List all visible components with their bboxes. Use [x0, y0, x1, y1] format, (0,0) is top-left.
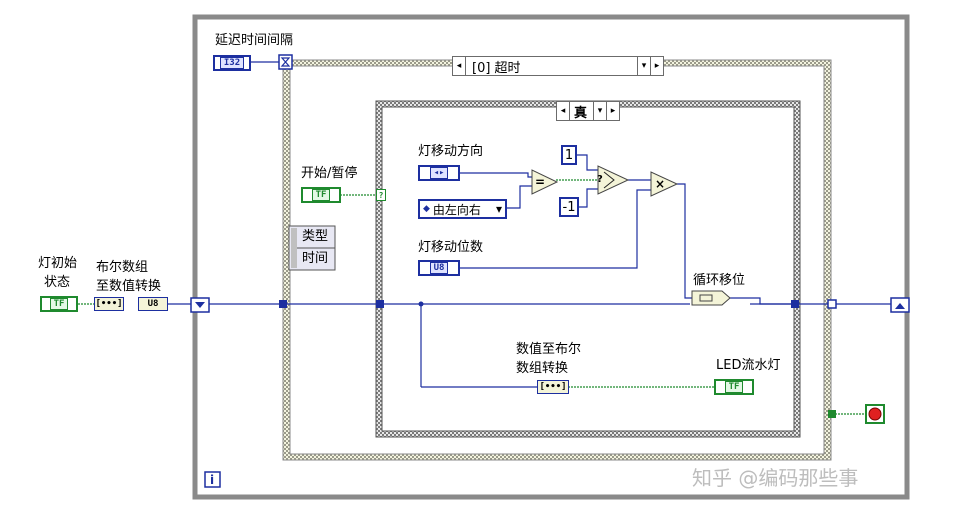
start-pause-terminal[interactable]: TF — [301, 187, 341, 203]
u8-conversion-node[interactable]: U8 — [138, 297, 168, 311]
constant-one-value: 1 — [564, 147, 574, 163]
rotate-shift-label: 循环移位 — [693, 273, 746, 288]
delay-interval-label: 延迟时间间隔 — [215, 33, 294, 48]
rotate-array-function[interactable] — [691, 290, 731, 306]
iteration-terminal — [204, 471, 221, 488]
enum-icon: ◆ — [423, 204, 430, 214]
u8-convert-label: U8 — [147, 299, 159, 309]
delay-control-terminal[interactable]: I32 — [213, 55, 251, 71]
select-symbol: ? — [597, 174, 603, 185]
question-terminal: ? — [376, 189, 386, 201]
question-mark: ? — [378, 190, 384, 200]
next-case-arrow-icon[interactable]: ▸ — [650, 57, 663, 75]
watermark: 知乎 @编码那些事 — [692, 466, 859, 490]
delay-type-label: I32 — [219, 57, 245, 69]
prev-case-arrow-icon[interactable]: ◂ — [557, 102, 570, 120]
equal-function[interactable] — [531, 169, 559, 195]
init-state-label-1: 灯初始 — [38, 256, 78, 271]
num-to-bool-label-1: 数值至布尔 — [516, 342, 582, 357]
next-case-arrow-icon[interactable]: ▸ — [606, 102, 619, 120]
equal-symbol: = — [535, 175, 546, 189]
init-type-label: TF — [49, 298, 69, 310]
led-indicator-terminal[interactable]: TF — [714, 379, 754, 395]
bool-to-num-label-2: 至数值转换 — [96, 279, 162, 294]
enum-value: 由左向右 — [432, 202, 481, 217]
enum-dropdown-icon[interactable]: ▾ — [495, 202, 502, 216]
constant-minus-one[interactable]: -1 — [559, 197, 579, 217]
dropdown-arrow-icon[interactable]: ▾ — [593, 102, 606, 120]
bool-case-selector[interactable]: ◂ 真 ▾ ▸ — [556, 101, 620, 121]
init-state-label-2: 状态 — [44, 275, 71, 290]
direction-terminal[interactable]: ◂▸ — [418, 165, 460, 181]
multiply-symbol: × — [655, 177, 666, 191]
shift-count-terminal[interactable]: U8 — [418, 260, 460, 276]
shift-type-label: U8 — [429, 262, 449, 274]
start-pause-label: 开始/暂停 — [301, 166, 358, 181]
bool-array-to-number-node[interactable]: [•••] — [94, 297, 124, 311]
dropdown-arrow-icon[interactable]: ▾ — [637, 57, 650, 75]
numeric-wires — [167, 61, 892, 388]
direction-enum-constant[interactable]: ◆ 由左向右 ▾ — [418, 199, 507, 219]
light-shift-count-label: 灯移动位数 — [418, 240, 484, 255]
led-type-label: TF — [724, 381, 744, 393]
constant-minus-one-value: -1 — [562, 199, 576, 215]
info-icon: i — [210, 473, 215, 487]
num-to-bool-label-2: 数组转换 — [516, 361, 569, 376]
event-time-field: 时间 — [302, 251, 329, 266]
prev-case-arrow-icon[interactable]: ◂ — [453, 57, 466, 75]
num-to-bool-glyph: [•••] — [539, 382, 567, 392]
init-state-terminal[interactable]: TF — [40, 296, 78, 312]
event-case-selector[interactable]: ◂ [0] 超时 ▾ ▸ — [452, 56, 664, 76]
number-to-bool-array-node[interactable]: [•••] — [537, 380, 569, 394]
led-label: LED流水灯 — [716, 358, 781, 373]
bool-case-label: 真 — [574, 105, 588, 121]
light-direction-label: 灯移动方向 — [418, 144, 484, 159]
while-loop-frame[interactable] — [192, 14, 910, 500]
boolean-wires — [78, 179, 866, 415]
event-type-field: 类型 — [302, 229, 329, 244]
bool-to-num-glyph: [•••] — [95, 299, 123, 309]
start-type-label: TF — [311, 189, 331, 201]
direction-type-label: ◂▸ — [429, 167, 449, 179]
multiply-function[interactable] — [650, 171, 679, 197]
constant-one[interactable]: 1 — [561, 145, 577, 165]
bool-to-num-label-1: 布尔数组 — [96, 260, 149, 275]
event-case-label: [0] 超时 — [472, 60, 521, 76]
